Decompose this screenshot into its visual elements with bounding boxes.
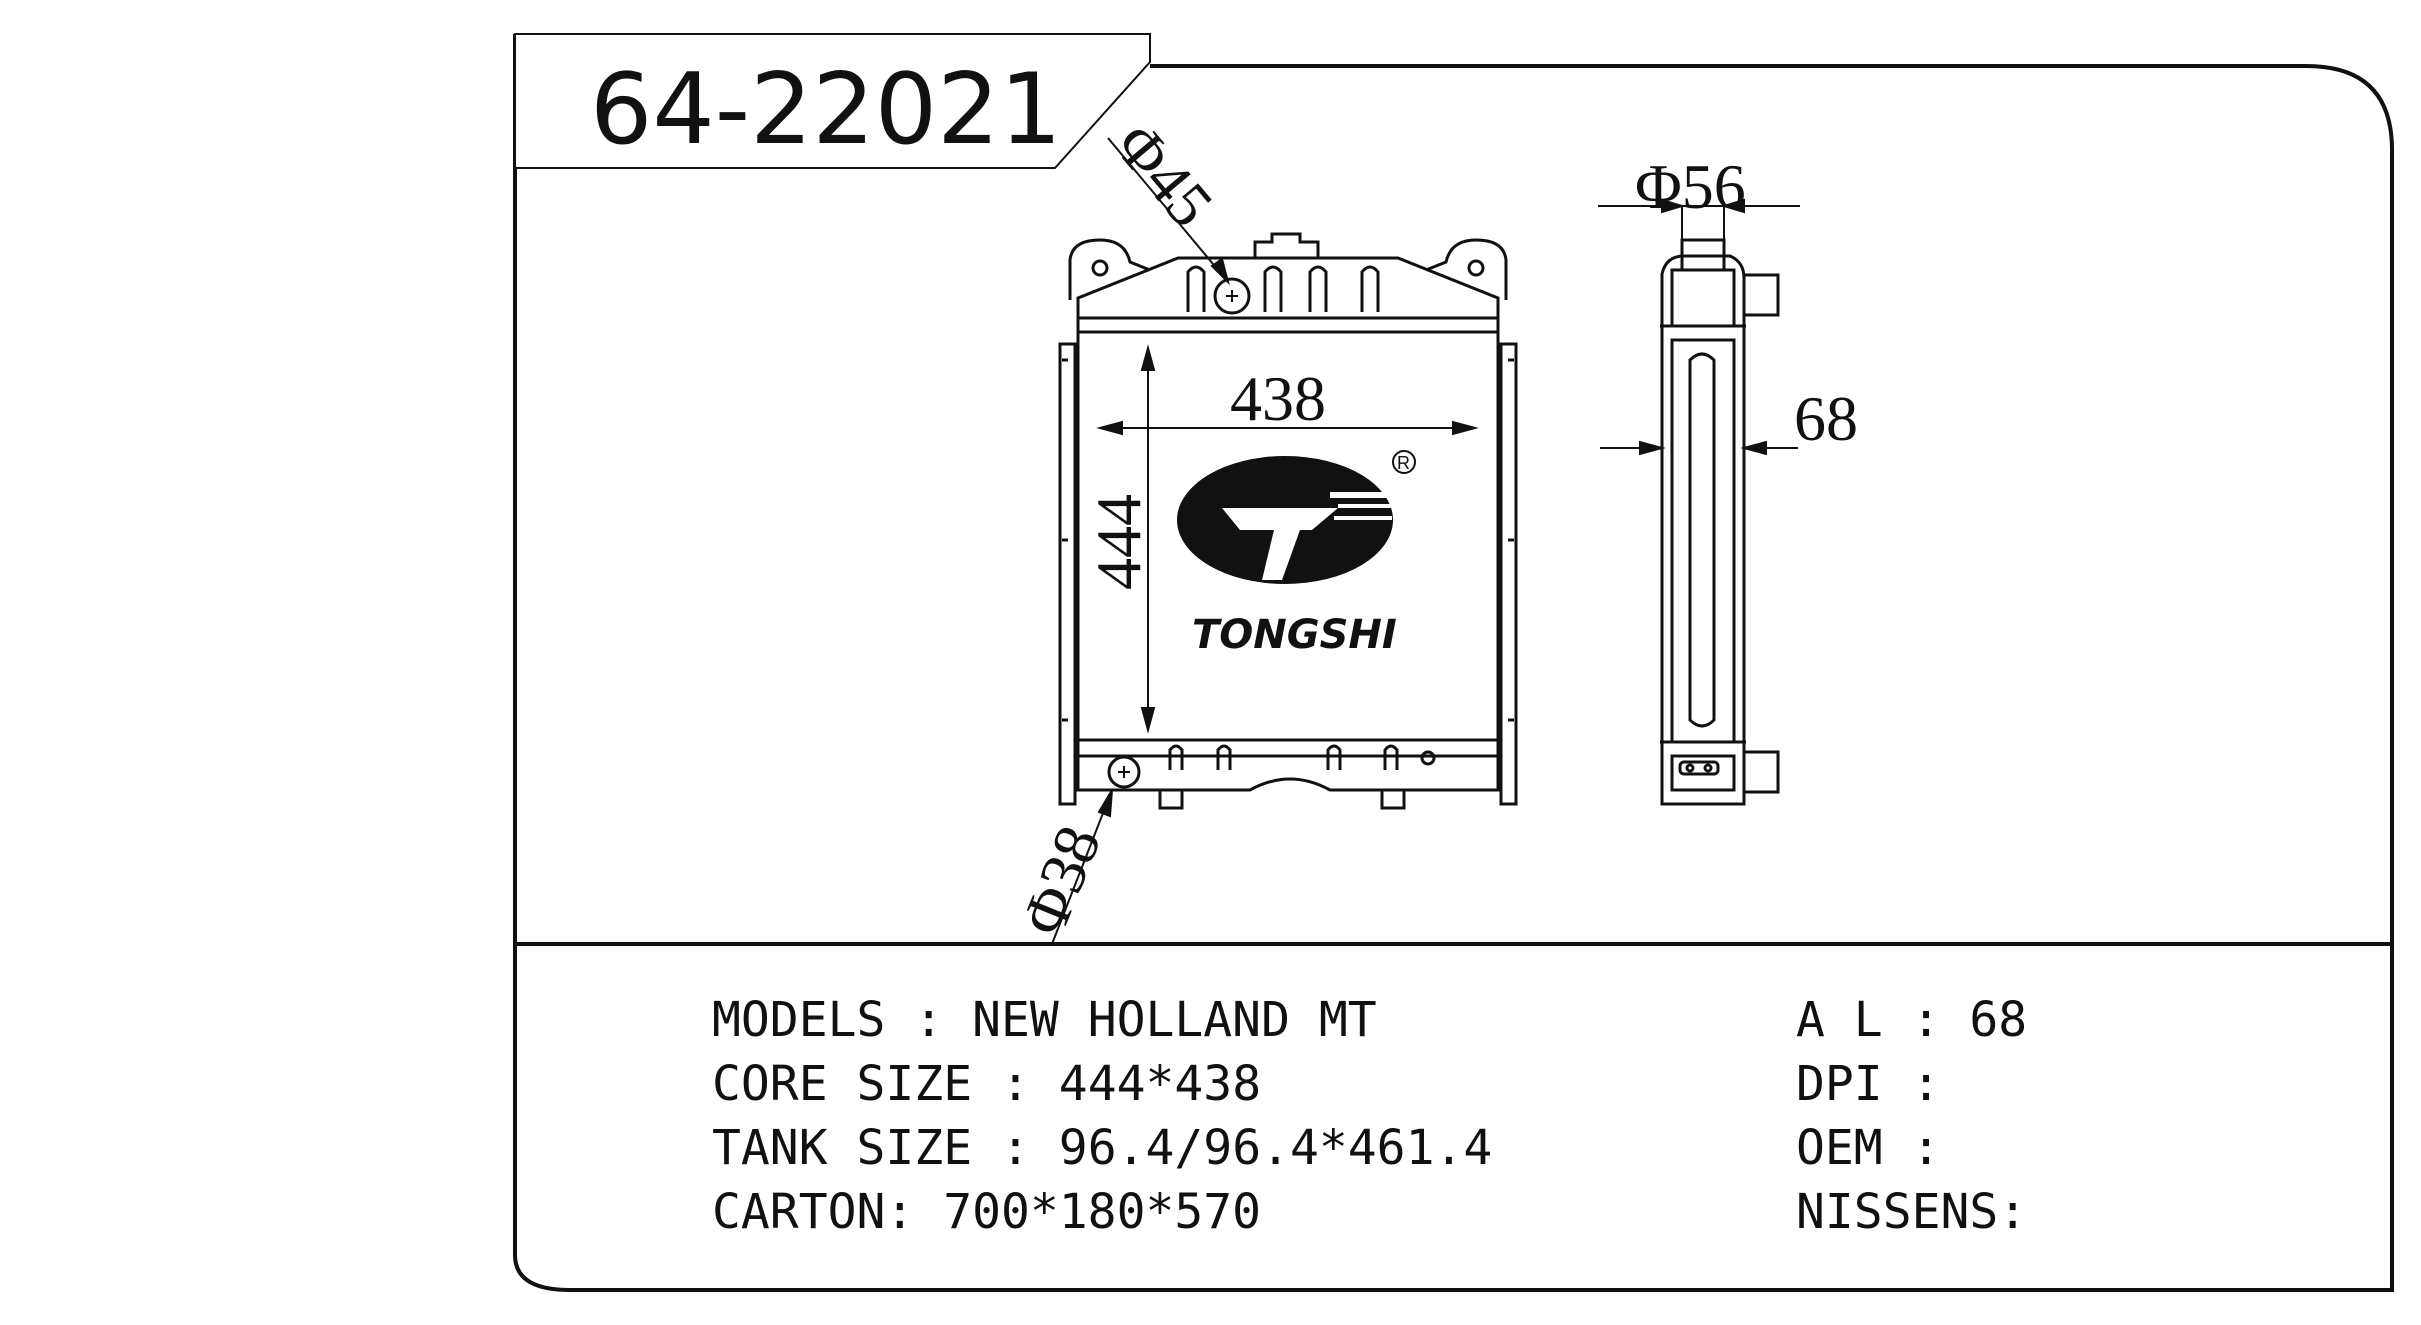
core-thickness-label: 68 xyxy=(1794,383,1858,454)
side-dimensions xyxy=(1598,198,1800,456)
part-code: 64-22021 xyxy=(590,53,1062,167)
tongshi-logo: R TONGSHI xyxy=(1177,450,1416,658)
right-mount-ear xyxy=(1425,238,1508,300)
bottom-tank xyxy=(1076,738,1500,758)
spec-carton: CARTON: 700*180*570 xyxy=(712,1184,1261,1240)
spec-models: MODELS : NEW HOLLAND MT xyxy=(712,992,1377,1048)
radiator-front-view xyxy=(1058,232,1518,810)
side-pipe-diameter-label: Φ56 xyxy=(1635,151,1746,222)
specs-left-column: MODELS : NEW HOLLAND MT CORE SIZE : 444*… xyxy=(712,992,1492,1240)
core-width-label: 438 xyxy=(1230,363,1326,434)
spec-al: A L : 68 xyxy=(1796,992,2027,1048)
outer-frame xyxy=(513,34,2394,1292)
right-side-plate xyxy=(1499,342,1518,806)
core-height-label: 444 xyxy=(1083,494,1154,590)
front-dimensions xyxy=(1051,137,1479,945)
brand-name: TONGSHI xyxy=(1192,612,1397,658)
filler-neck xyxy=(1253,232,1320,258)
spec-dpi: DPI : xyxy=(1796,1056,1969,1112)
part-code-tag: 64-22021 xyxy=(514,33,1151,169)
spec-core-size: CORE SIZE : 444*438 xyxy=(712,1056,1261,1112)
registered-mark xyxy=(1392,450,1416,474)
spec-oem: OEM : xyxy=(1796,1120,1969,1176)
inlet-diameter-label: Φ45 xyxy=(1101,109,1227,240)
outlet-diameter-label: Φ38 xyxy=(1007,816,1114,945)
radiator-side-view xyxy=(1660,238,1780,806)
inlet-pipe xyxy=(1213,277,1251,315)
left-side-plate xyxy=(1058,342,1077,806)
spec-nissens: NISSENS: xyxy=(1796,1184,2027,1240)
outlet-pipe xyxy=(1107,755,1141,789)
spec-tank-size: TANK SIZE : 96.4/96.4*461.4 xyxy=(712,1120,1492,1176)
specs-right-column: A L : 68 DPI : OEM : NISSENS: xyxy=(1796,992,2027,1240)
registered-mark-letter: R xyxy=(1397,453,1410,473)
top-tank xyxy=(1076,256,1500,334)
left-mount-ear xyxy=(1068,238,1151,300)
